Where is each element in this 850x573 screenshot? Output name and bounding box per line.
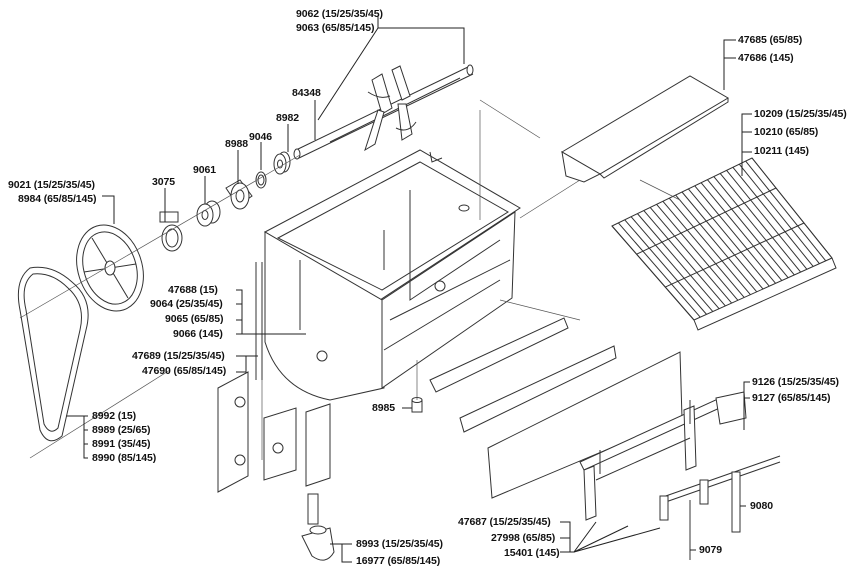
label-drain-1: 8993 (15/25/35/45) (356, 538, 443, 550)
label-brackets-3: 15401 (145) (504, 547, 560, 559)
label-shaft-2: 9063 (65/85/145) (296, 22, 375, 34)
label-belt-3: 8991 (35/45) (92, 438, 151, 450)
label-pulley-1: 9021 (15/25/35/45) (8, 179, 95, 191)
leader-lines (66, 16, 752, 563)
rod-9080 (659, 455, 781, 533)
pulley-9021 (76, 224, 144, 312)
fryer-tank (263, 149, 521, 401)
collar-9061 (196, 200, 221, 227)
drain-8993 (301, 493, 335, 561)
label-trough-1: 47685 (65/85) (738, 34, 803, 46)
label-shaft-1: 9062 (15/25/35/45) (296, 8, 383, 20)
drive-belt (17, 266, 89, 442)
label-84348: 84348 (292, 87, 321, 99)
label-brackets-2: 27998 (65/85) (491, 532, 556, 544)
label-frame-1: 9126 (15/25/35/45) (752, 376, 839, 388)
label-belt-2: 8989 (25/65) (92, 424, 151, 436)
label-8982: 8982 (276, 112, 299, 124)
bearing-8982 (273, 151, 291, 175)
label-post-1: 47689 (15/25/35/45) (132, 350, 225, 362)
label-tank-2: 9064 (25/35/45) (150, 298, 223, 310)
label-drain-2: 16977 (65/85/145) (356, 555, 441, 567)
label-grate-3: 10211 (145) (754, 145, 809, 157)
label-tank-3: 9065 (65/85) (165, 313, 224, 325)
frame-9126 (579, 391, 747, 521)
clamp-3075 (159, 211, 183, 252)
label-9079: 9079 (699, 544, 722, 556)
label-pulley-2: 8984 (65/85/145) (18, 193, 97, 205)
side-panels (217, 371, 331, 493)
label-tank-4: 9066 (145) (173, 328, 223, 340)
bottom-plates (429, 317, 683, 499)
label-8988: 8988 (225, 138, 248, 150)
label-belt-1: 8992 (15) (92, 410, 137, 422)
trough-47685 (561, 75, 729, 183)
label-9061: 9061 (193, 164, 216, 176)
label-8985: 8985 (372, 402, 395, 414)
label-tank-1: 47688 (15) (168, 284, 218, 296)
label-trough-2: 47686 (145) (738, 52, 794, 64)
label-grate-2: 10210 (65/85) (754, 126, 819, 138)
label-grate-1: 10209 (15/25/35/45) (754, 108, 847, 120)
label-3075: 3075 (152, 176, 175, 188)
flange-8988 (225, 179, 253, 210)
label-post-2: 47690 (65/85/145) (142, 365, 227, 377)
ring-9046-inner (257, 174, 265, 186)
label-belt-4: 8990 (85/145) (92, 452, 157, 464)
label-9046: 9046 (249, 131, 272, 143)
agitator-shaft (293, 64, 474, 160)
label-frame-2: 9127 (65/85/145) (752, 392, 831, 404)
label-9080: 9080 (750, 500, 773, 512)
grate-10209 (611, 157, 837, 331)
label-brackets-1: 47687 (15/25/35/45) (458, 516, 551, 528)
